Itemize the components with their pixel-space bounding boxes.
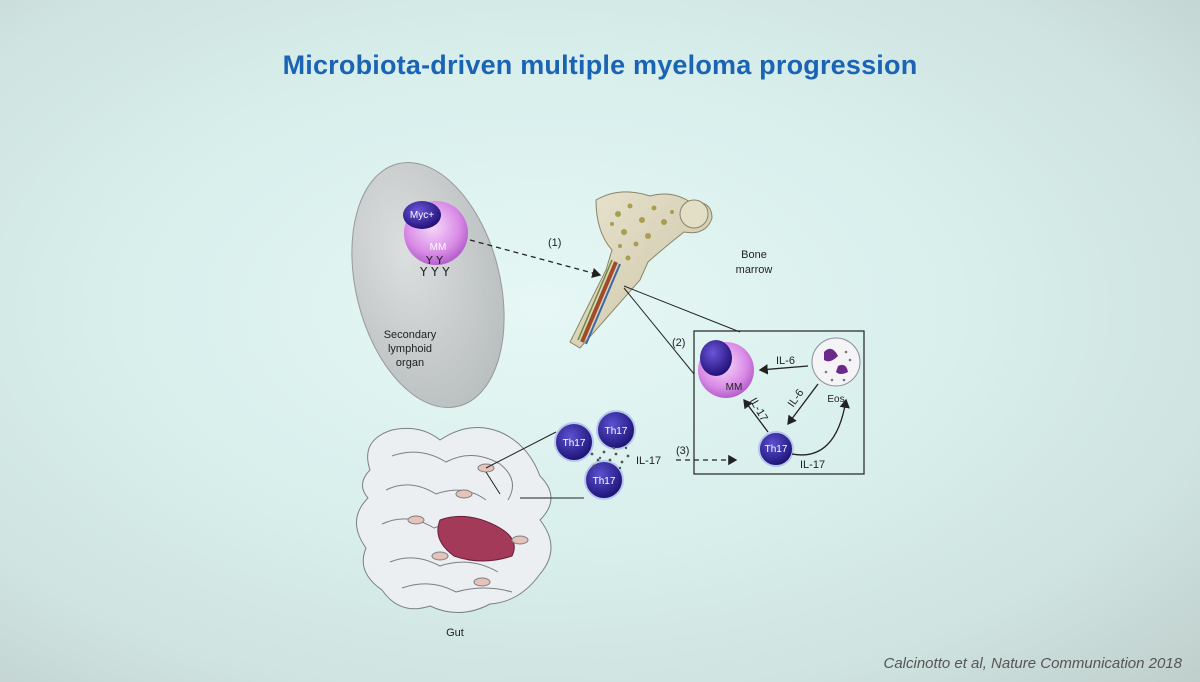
myc-label: Myc+ bbox=[410, 210, 434, 221]
secondary-lymphoid-organ bbox=[351, 161, 505, 409]
zoom-line-top bbox=[623, 285, 741, 333]
il17-arrow-to-eos bbox=[791, 398, 850, 456]
th17-label-1: Th17 bbox=[563, 438, 586, 449]
th17-cluster: Th17 Th17 Th17 bbox=[554, 410, 636, 500]
step3-label: (3) bbox=[676, 445, 689, 457]
il6-arrow-to-mm bbox=[758, 364, 809, 375]
mm-label-1: MM bbox=[430, 242, 447, 253]
bone-marrow-box bbox=[693, 330, 865, 475]
th17-cell-box: Th17 bbox=[758, 431, 794, 467]
antibody-icons: Y Y Y Y Y bbox=[419, 254, 450, 279]
eos-cell: Eos bbox=[811, 337, 861, 405]
bone-icon bbox=[569, 191, 713, 349]
step1-label: (1) bbox=[548, 237, 561, 249]
il17-label-bottom: IL-17 bbox=[800, 459, 825, 471]
eos-label: Eos bbox=[827, 394, 844, 405]
myc-mm-cell: Myc+ MM bbox=[403, 201, 468, 265]
il17-label-box: IL-17 bbox=[747, 396, 770, 424]
il17-label-gut: IL-17 bbox=[636, 455, 661, 467]
gut-label: Gut bbox=[446, 627, 464, 639]
il6-arrow-to-th17 bbox=[787, 383, 819, 426]
secondary-line1: Secondary bbox=[384, 329, 437, 341]
migration-arrow-1 bbox=[469, 239, 602, 278]
bone-line2: marrow bbox=[736, 264, 773, 276]
gut-zoom-line-top bbox=[485, 431, 557, 469]
slide-title: Microbiota-driven multiple myeloma progr… bbox=[282, 50, 918, 80]
gut-icon bbox=[356, 427, 552, 614]
mm-cell-box: MM bbox=[698, 340, 754, 398]
bone-line1: Bone bbox=[741, 249, 767, 261]
citation: Calcinotto et al, Nature Communication 2… bbox=[883, 655, 1183, 672]
svg-text:Y Y Y: Y Y Y bbox=[419, 265, 450, 279]
secondary-line3: organ bbox=[396, 357, 424, 369]
il6-label-a: IL-6 bbox=[776, 355, 795, 367]
il6-label-b: IL-6 bbox=[786, 387, 807, 409]
th17-label-box: Th17 bbox=[765, 444, 788, 455]
secondary-line2: lymphoid bbox=[388, 343, 432, 355]
th17-label-3: Th17 bbox=[593, 476, 616, 487]
svg-text:Y Y: Y Y bbox=[425, 254, 443, 267]
step2-label: (2) bbox=[672, 337, 685, 349]
il17-arrow-to-mm bbox=[743, 398, 769, 433]
th17-label-2: Th17 bbox=[605, 426, 628, 437]
mm-label-2: MM bbox=[726, 382, 743, 393]
zoom-line-bottom bbox=[623, 287, 695, 375]
gut-zoom-line-mid bbox=[485, 471, 501, 495]
